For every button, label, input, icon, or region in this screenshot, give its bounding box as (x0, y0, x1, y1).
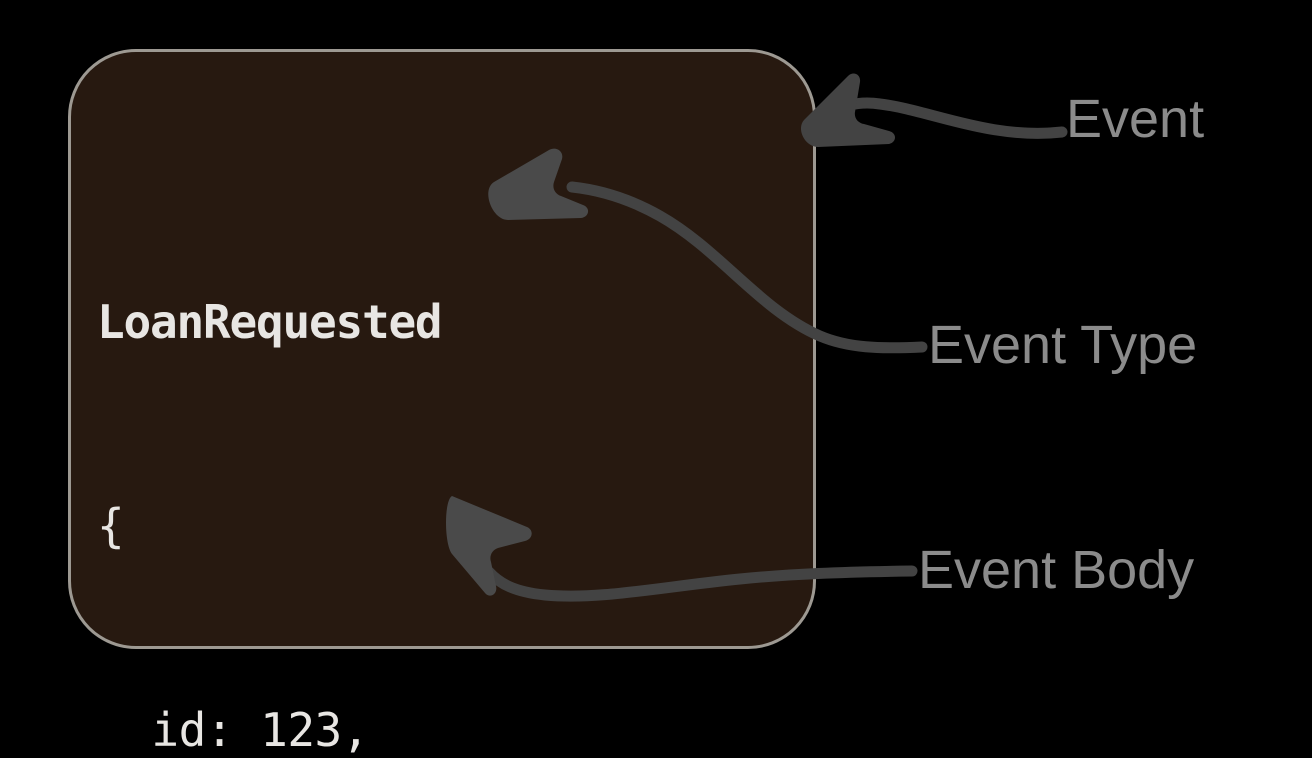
event-body-open-brace: { (97, 499, 125, 553)
event-type-text: LoanRequested (97, 295, 443, 349)
event-arrow (800, 73, 1068, 147)
annotation-label-event-body: Event Body (918, 540, 1195, 600)
annotation-label-event: Event (1066, 89, 1205, 149)
event-code-block: LoanRequested { id: 123, amount: 100, bo… (97, 152, 722, 758)
event-body-field-id: id: 123, (97, 703, 369, 757)
annotation-label-event-type: Event Type (928, 315, 1198, 375)
